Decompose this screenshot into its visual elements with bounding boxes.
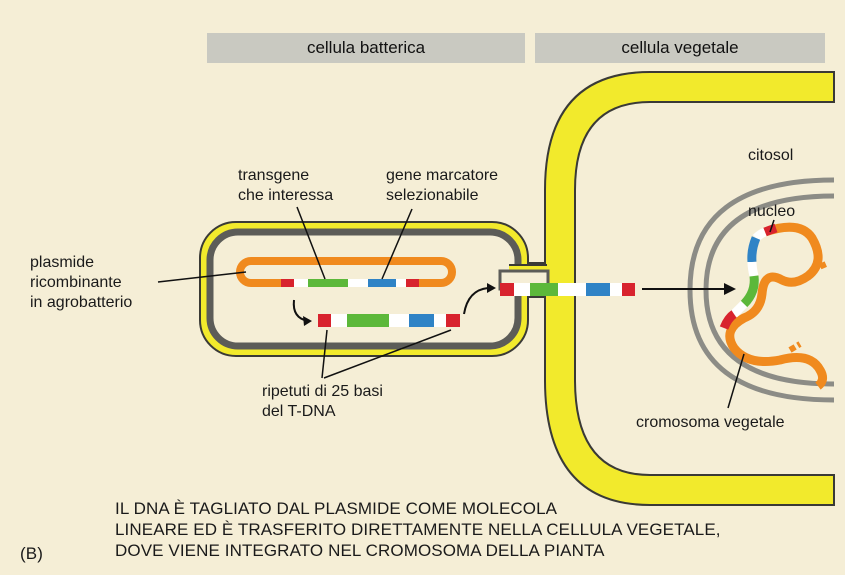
label-repeats-line2: del T-DNA [262, 403, 336, 420]
marker-block [586, 283, 610, 296]
transgene-block [347, 314, 389, 327]
label-plant-chromosome: cromosoma vegetale [636, 414, 785, 431]
label-cytosol: citosol [748, 147, 794, 164]
label-transgene-line2: che interessa [238, 187, 334, 204]
leader-repeat-2 [323, 329, 452, 379]
label-marker-line1: gene marcatore [386, 167, 499, 184]
caption-line1: IL DNA È TAGLIATO DAL PLASMIDE COME MOLE… [115, 499, 558, 518]
leader-transgene [296, 206, 326, 280]
spacer [389, 314, 409, 327]
caption-line2: LINEARE ED È TRASFERITO DIRETTAMENTE NEL… [115, 520, 721, 539]
label-repeats-line1: ripetuti di 25 basi [262, 383, 383, 400]
integrated-tdna-green [740, 275, 759, 308]
integrated-tdna-white2 [747, 261, 759, 278]
marker-block [368, 279, 396, 287]
repeat-left [500, 283, 514, 296]
transfer-arrow [463, 287, 489, 315]
marker-block [409, 314, 434, 327]
integration-arrowhead-icon [724, 283, 736, 295]
leader-repeat-1 [321, 329, 328, 379]
integrated-tdna-red-bottom [719, 310, 737, 330]
transfer-arrowhead-icon [487, 283, 496, 293]
excision-arrowhead-icon [303, 316, 312, 326]
integrated-tdna-white3 [730, 300, 748, 318]
transgene-block [530, 283, 558, 296]
excised-tdna [318, 314, 460, 327]
chromosome-end-top [810, 261, 828, 273]
spacer [331, 314, 347, 327]
repeat-right [622, 283, 635, 296]
plant-cell-wall [519, 71, 835, 506]
spacer [514, 283, 530, 296]
label-plasmid-line3: in agrobatterio [30, 294, 133, 311]
transgene-block [308, 279, 348, 287]
leader-marker [381, 208, 413, 280]
transferring-tdna [500, 283, 635, 296]
plasmid-tdna-segment [281, 279, 419, 287]
leader-chromosome [727, 353, 745, 409]
chromosome-end-bottom [788, 341, 802, 353]
repeat-left [281, 279, 294, 287]
spacer [348, 279, 368, 287]
repeat-right [446, 314, 460, 327]
integrated-tdna-white [752, 227, 767, 242]
spacer [396, 279, 406, 287]
label-plasmid-line2: ricombinante [30, 274, 122, 291]
repeat-left [318, 314, 331, 327]
leader-nucleus [769, 219, 775, 233]
repeat-right [406, 279, 419, 287]
bacterial-cell-membrane [206, 228, 522, 350]
header-bacterial-cell: cellula batterica [207, 33, 525, 63]
spacer [558, 283, 586, 296]
label-transgene-line1: transgene [238, 167, 310, 184]
label-marker-line2: selezionabile [386, 187, 479, 204]
label-nucleus: nucleo [748, 203, 796, 220]
plant-chromosome [725, 222, 828, 390]
header-plant-cell: cellula vegetale [535, 33, 825, 63]
label-plasmid-line1: plasmide [30, 254, 95, 271]
spacer [610, 283, 622, 296]
panel-label: (B) [20, 544, 43, 563]
caption-line3: DOVE VIENE INTEGRATO NEL CROMOSOMA DELLA… [115, 541, 605, 560]
spacer [434, 314, 446, 327]
leader-plasmid [157, 271, 247, 283]
integrated-tdna-blue [747, 236, 761, 263]
spacer [294, 279, 308, 287]
